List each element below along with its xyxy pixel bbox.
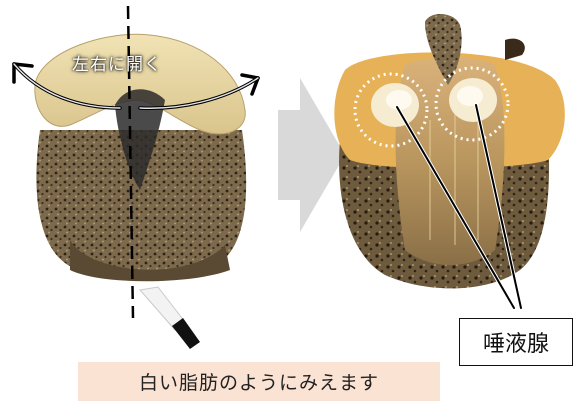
right-arrow-icon: [278, 78, 345, 232]
whelk-right: [334, 14, 565, 288]
caption-box: 白い脂肪のようにみえます: [78, 362, 440, 401]
knife-icon: [140, 287, 200, 349]
salivary-gland-label: 唾液腺: [459, 318, 573, 366]
open-instruction-label: 左右に開く: [72, 50, 162, 75]
